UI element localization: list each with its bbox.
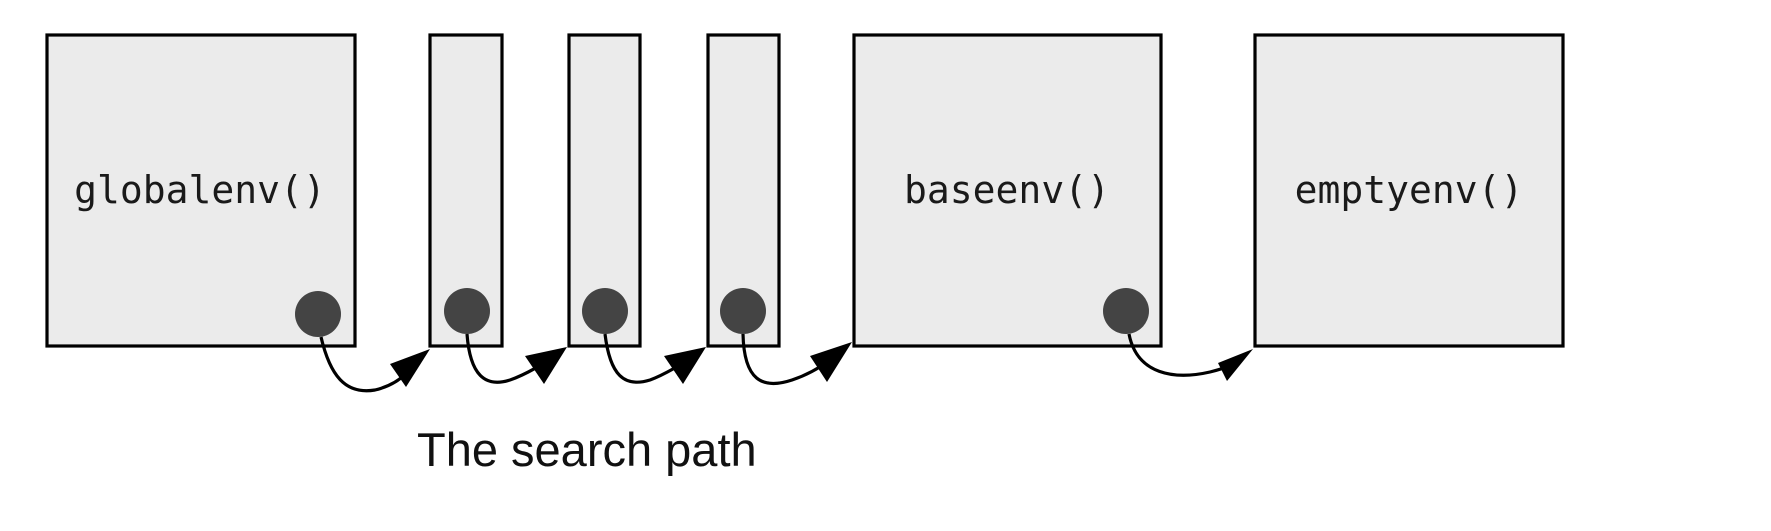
parent-arrow-head-5 xyxy=(1218,349,1253,381)
emptyenv-label: emptyenv() xyxy=(1295,168,1524,212)
parent-arrow-head-1 xyxy=(390,349,430,387)
diagram-caption: The search path xyxy=(417,423,757,476)
baseenv-box xyxy=(852,33,1163,348)
globalenv-label: globalenv() xyxy=(74,168,326,212)
baseenv-label: baseenv() xyxy=(904,168,1110,212)
package-env-2-parent-pointer xyxy=(582,288,628,334)
baseenv-parent-pointer xyxy=(1103,288,1149,334)
package-env-box-2 xyxy=(567,33,642,348)
parent-arrow-head-2 xyxy=(525,347,567,384)
parent-arrow-head-4 xyxy=(810,342,852,382)
globalenv-box xyxy=(45,33,357,348)
globalenv-parent-pointer xyxy=(295,291,341,337)
parent-arrow-head-3 xyxy=(664,347,706,384)
package-env-1-parent-pointer xyxy=(444,288,490,334)
emptyenv-box xyxy=(1253,33,1565,348)
package-env-3-parent-pointer xyxy=(720,288,766,334)
